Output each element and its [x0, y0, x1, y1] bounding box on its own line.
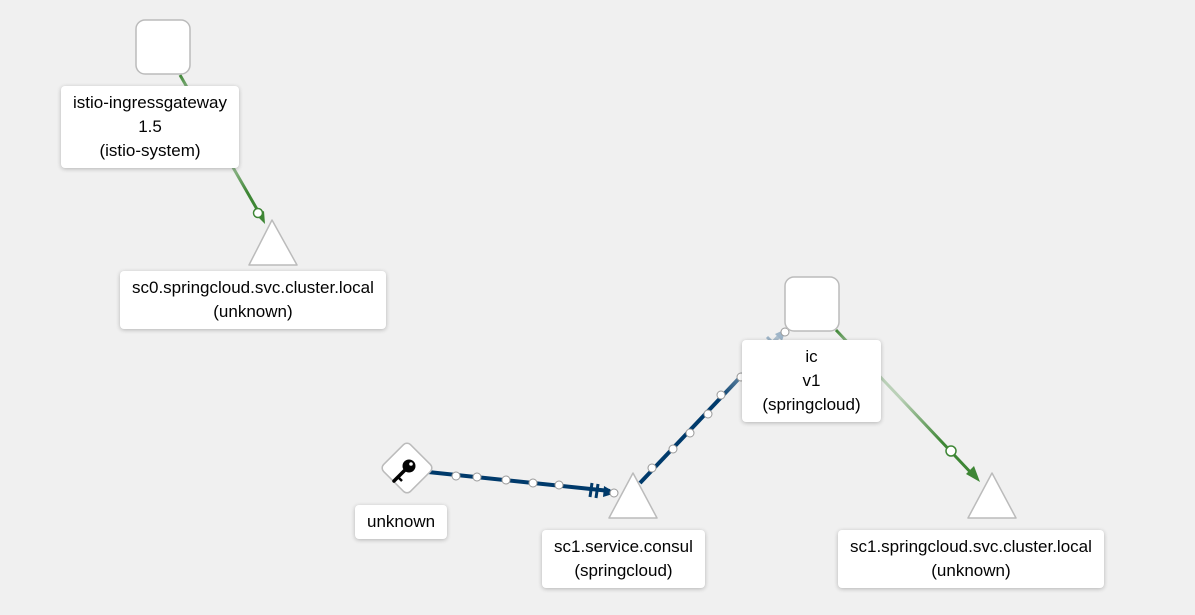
- node-name: sc0.springcloud.svc.cluster.local: [132, 278, 374, 297]
- edge-unknown-to-consul[interactable]: [427, 470, 619, 499]
- node-name: istio-ingressgateway: [73, 93, 228, 112]
- node-namespace: (unknown): [213, 302, 293, 321]
- node-namespace: (springcloud): [574, 561, 673, 580]
- service-node-sc1[interactable]: [967, 472, 1017, 519]
- node-name: unknown: [367, 512, 436, 531]
- node-namespace: (springcloud): [762, 395, 861, 414]
- node-label-ingressgateway: istio-ingressgateway 1.5 (istio-system): [61, 86, 240, 168]
- traffic-dot: [451, 471, 461, 481]
- traffic-dot: [716, 390, 726, 400]
- traffic-dot: [668, 444, 678, 454]
- workload-node-ingressgateway[interactable]: [135, 19, 191, 75]
- node-name: sc1.service.consul: [554, 537, 693, 556]
- service-node-sc0[interactable]: [248, 219, 298, 266]
- tcp-marker-icon: [588, 482, 594, 498]
- node-label-sc1-consul: sc1.service.consul (springcloud): [542, 530, 705, 588]
- unknown-node[interactable]: [380, 441, 434, 495]
- node-version: v1: [802, 371, 821, 390]
- traffic-dot: [528, 478, 538, 488]
- node-label-sc0: sc0.springcloud.svc.cluster.local (unkno…: [120, 271, 386, 329]
- node-version: 1.5: [138, 117, 162, 136]
- traffic-dot: [703, 409, 713, 419]
- traffic-dot: [685, 428, 695, 438]
- service-node-sc1-consul[interactable]: [608, 472, 658, 519]
- node-label-ic: ic v1 (springcloud): [742, 340, 881, 422]
- node-label-sc1: sc1.springcloud.svc.cluster.local (unkno…: [838, 530, 1104, 588]
- workload-node-ic[interactable]: [784, 276, 840, 332]
- traffic-dot: [554, 480, 564, 490]
- node-namespace: (istio-system): [99, 141, 201, 160]
- traffic-dot: [945, 445, 957, 457]
- arrowhead-icon: [966, 466, 980, 482]
- node-name: ic: [805, 347, 818, 366]
- traffic-dot: [647, 463, 657, 473]
- traffic-dot: [501, 475, 511, 485]
- traffic-dot: [252, 207, 264, 219]
- arrowhead-icon: [603, 486, 616, 497]
- traffic-dot: [472, 472, 482, 482]
- node-label-unknown: unknown: [355, 505, 448, 539]
- traffic-dot: [780, 327, 790, 337]
- traffic-dot: [609, 488, 619, 498]
- node-name: sc1.springcloud.svc.cluster.local: [850, 537, 1092, 556]
- node-namespace: (unknown): [931, 561, 1011, 580]
- key-icon: [392, 459, 416, 483]
